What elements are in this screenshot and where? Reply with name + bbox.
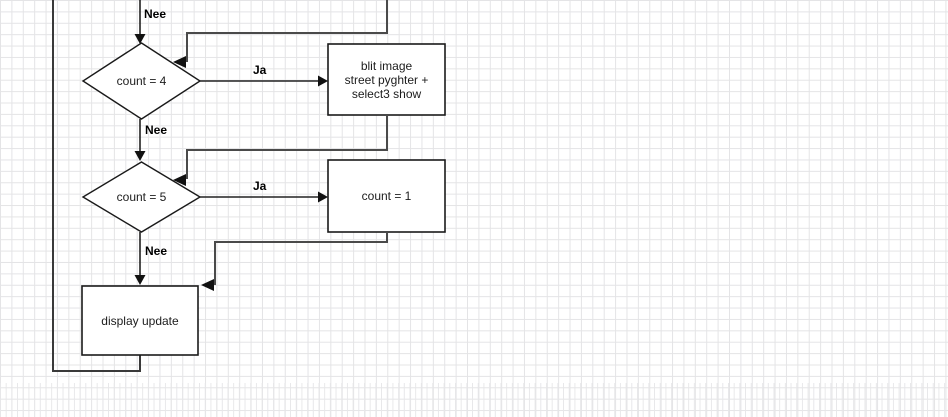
grid-moire-band (0, 383, 948, 417)
feedback-connector-count1[interactable] (214, 232, 388, 285)
feedback-connector-blit[interactable] (186, 115, 388, 179)
arrowhead-entry-top-icon (134, 34, 146, 44)
decision-count5-shape[interactable] (81, 161, 202, 233)
arrowhead-feedback-count1-icon (201, 279, 214, 291)
arrowhead-feedback-top-icon (173, 56, 186, 68)
arrowhead-nee-count4-icon (134, 151, 146, 161)
arrowhead-feedback-blit-icon (173, 174, 186, 186)
arrowhead-ja-count4-icon (318, 75, 328, 87)
loop-connector-left[interactable] (52, 0, 141, 372)
decision-count4-shape[interactable] (81, 42, 202, 120)
process-blit-shape[interactable] (327, 43, 446, 116)
process-display-update-shape[interactable] (81, 285, 199, 356)
feedback-connector-top[interactable] (186, 0, 388, 62)
arrowhead-nee-count5-icon (134, 275, 146, 285)
process-count1-shape[interactable] (327, 159, 446, 233)
arrowhead-ja-count5-icon (318, 191, 328, 203)
